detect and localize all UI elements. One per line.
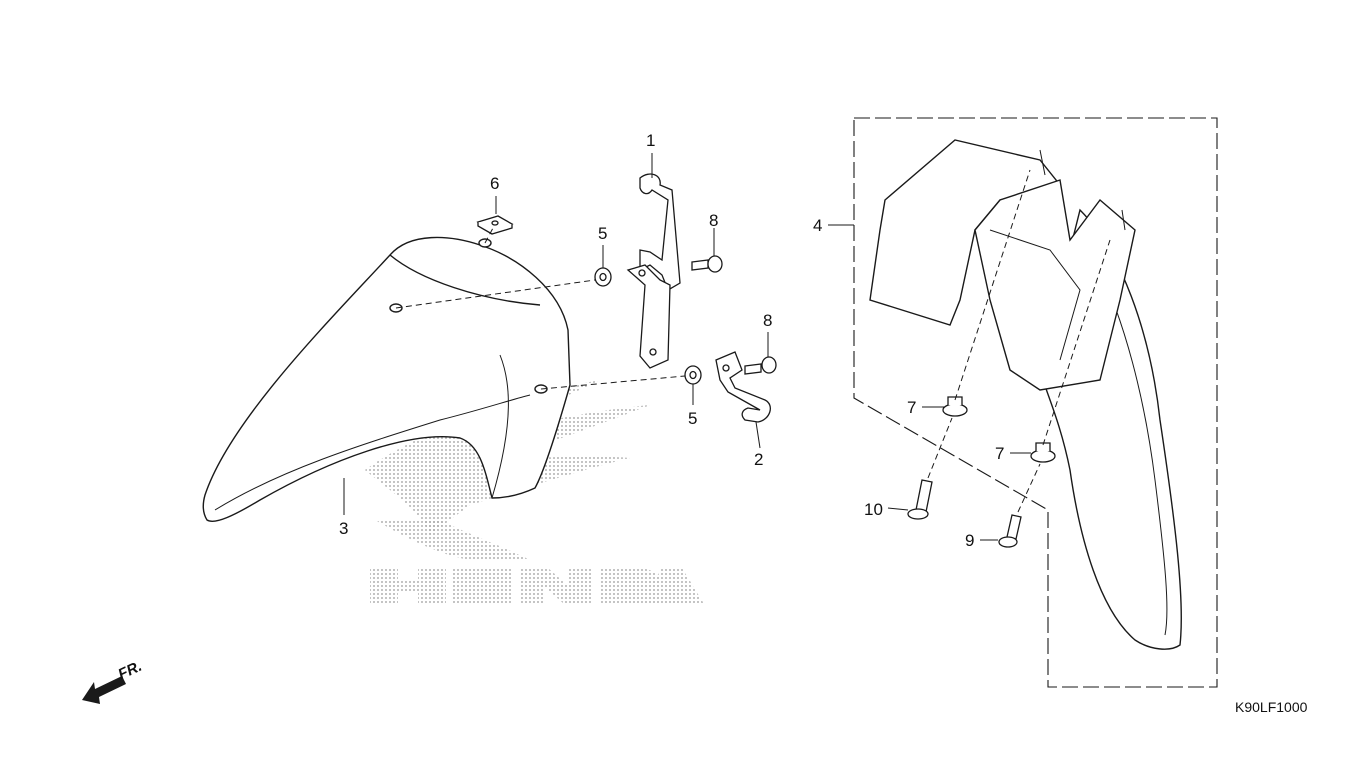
callout-5-lower: 5 [688, 409, 698, 428]
assembly-lines-right [927, 169, 1111, 513]
grommet-icon [594, 267, 702, 385]
callout-7-left: 7 [907, 398, 917, 417]
nut-icon [942, 396, 1056, 463]
bracket-1 [626, 173, 681, 369]
front-fender [202, 236, 571, 522]
callout-10: 10 [864, 500, 883, 519]
callout-4: 4 [813, 216, 823, 235]
screw-icon [907, 479, 1022, 548]
callout-1: 1 [646, 131, 656, 150]
front-direction-arrow [82, 676, 126, 704]
callout-2: 2 [754, 450, 764, 469]
bracket-2 [715, 351, 771, 423]
callout-8-lower: 8 [763, 311, 773, 330]
inner-fender [869, 139, 1182, 650]
leader-lines [343, 153, 1031, 541]
callout-8-upper: 8 [709, 211, 719, 230]
clip-nut-icon [476, 215, 514, 235]
callout-3: 3 [339, 519, 349, 538]
bolt-icon [691, 255, 777, 375]
callout-9: 9 [965, 531, 975, 550]
callout-5-upper: 5 [598, 224, 608, 243]
diagram-code: K90LF1000 [1235, 699, 1308, 715]
callout-6: 6 [490, 174, 500, 193]
honda-lettering [370, 568, 704, 604]
assembly-lines-left [395, 227, 686, 390]
callout-7-right: 7 [995, 444, 1005, 463]
group-box [853, 117, 1218, 688]
